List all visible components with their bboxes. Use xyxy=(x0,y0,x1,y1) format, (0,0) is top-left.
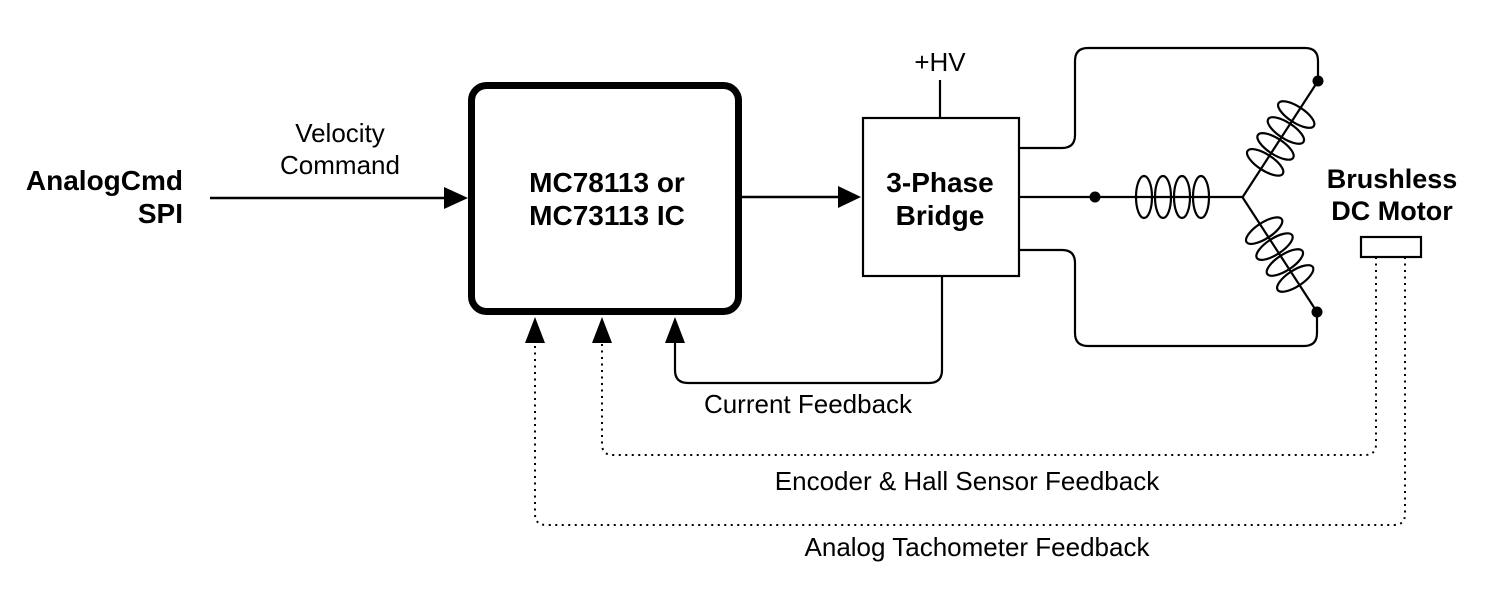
coil-loop xyxy=(1191,174,1211,220)
phase-wire-top xyxy=(1019,46,1320,150)
current-feedback-wire xyxy=(673,277,944,385)
coil-loop xyxy=(1134,174,1154,220)
encoder-feedback-label: Encoder & Hall Sensor Feedback xyxy=(775,466,1160,496)
bridge-label-line1: 3-Phase xyxy=(886,167,993,198)
analog-cmd-label-line2: SPI xyxy=(138,198,183,229)
velocity-command-label-line2: Command xyxy=(280,150,400,180)
motor-winding-bottom xyxy=(1240,195,1318,313)
velocity-command-arrowhead-icon xyxy=(444,187,468,209)
motor-label-line2: DC Motor xyxy=(1331,196,1453,226)
hv-label: +HV xyxy=(914,47,966,77)
coil-loop xyxy=(1255,232,1294,261)
phase-wire-bottom xyxy=(1019,248,1319,348)
coil-loop xyxy=(1244,216,1284,246)
coil-loop xyxy=(1276,100,1316,129)
current-feedback-arrowhead-icon xyxy=(665,317,685,343)
winding-terminal-dot-bottom xyxy=(1311,306,1323,318)
encoder-feedback-wire xyxy=(601,257,1377,456)
coil-loop xyxy=(1266,116,1306,145)
motor-label-line1: Brushless xyxy=(1327,164,1458,194)
motor-winding-middle xyxy=(1095,174,1243,220)
motor-connector-box xyxy=(1359,235,1423,259)
coil-loop xyxy=(1275,264,1315,293)
bridge-box xyxy=(861,116,1021,278)
coil-loop xyxy=(1265,248,1305,277)
coil-loop xyxy=(1153,174,1173,220)
tachometer-feedback-label: Analog Tachometer Feedback xyxy=(805,532,1151,562)
ic-to-bridge-arrowhead-icon xyxy=(838,186,861,208)
encoder-feedback-arrowhead-icon xyxy=(592,317,612,343)
tachometer-feedback-wire xyxy=(534,257,1406,526)
ic-box xyxy=(468,82,742,315)
coil-loop xyxy=(1256,132,1295,161)
coil-loop xyxy=(1172,174,1192,220)
tachometer-feedback-arrowhead-icon xyxy=(525,317,545,343)
bridge-label-line2: Bridge xyxy=(896,200,985,231)
velocity-command-label-line1: Velocity xyxy=(295,118,385,148)
analog-cmd-label-line1: AnalogCmd xyxy=(26,165,183,196)
winding-terminal-dot-middle xyxy=(1089,191,1101,203)
motor-winding-top xyxy=(1241,80,1319,198)
coil-loop xyxy=(1245,147,1285,177)
winding-terminal-dot-top xyxy=(1312,75,1324,87)
ic-label-line2: MC73113 IC xyxy=(529,200,685,231)
current-feedback-label: Current Feedback xyxy=(704,389,913,419)
ic-label-line1: MC78113 or xyxy=(529,167,685,198)
